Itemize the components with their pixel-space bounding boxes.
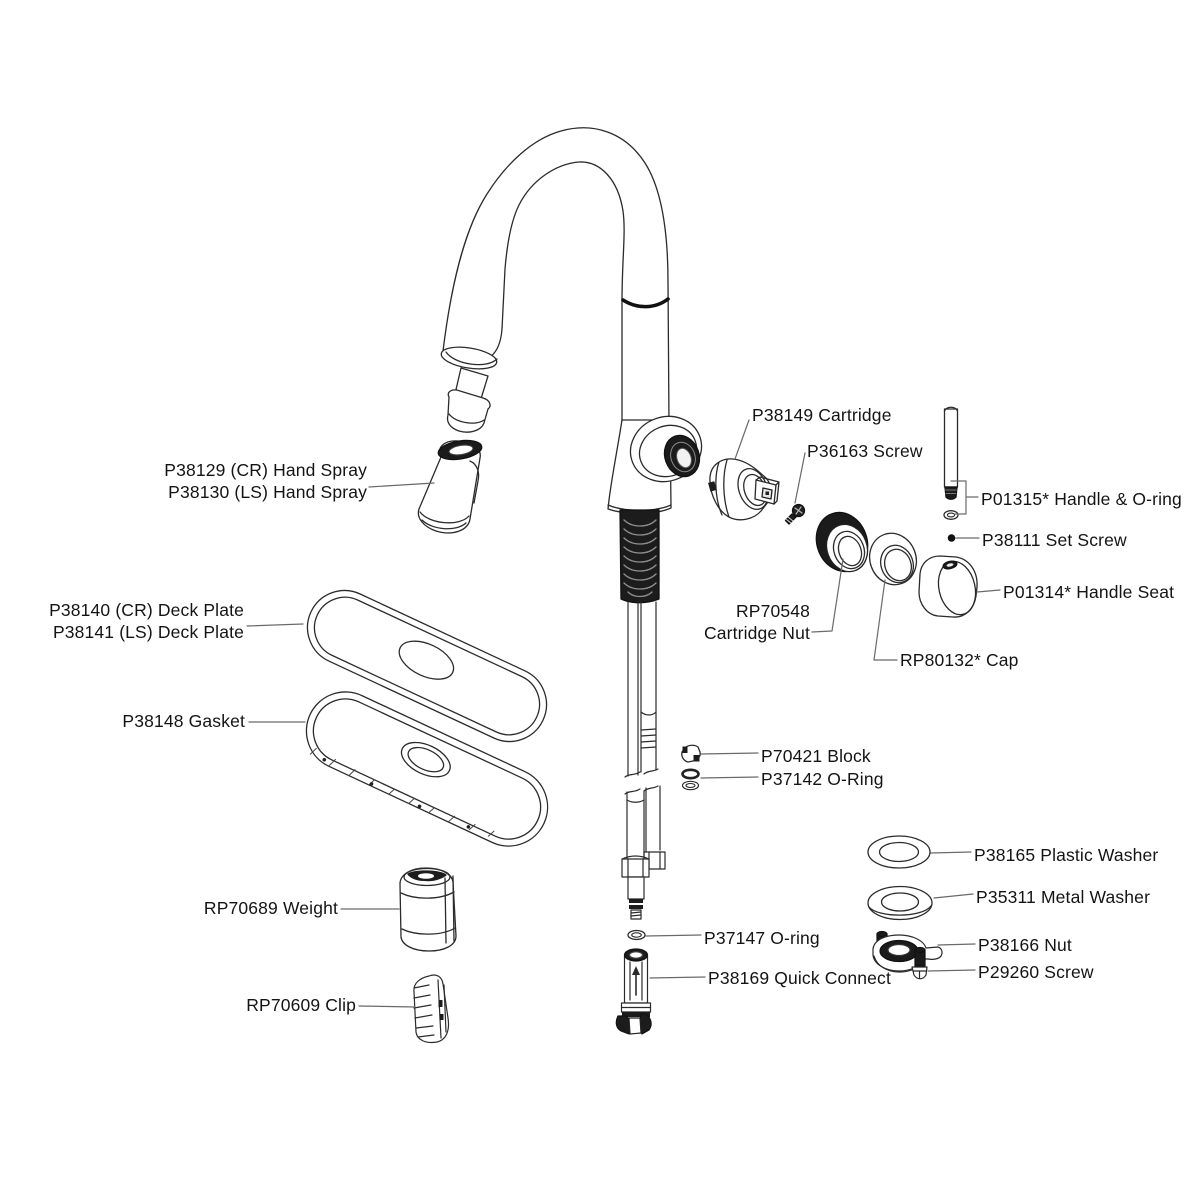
gasket-drawing	[305, 691, 549, 847]
label-deck-plate-line2: P38141 (LS) Deck Plate	[52, 622, 244, 642]
label-o-ring-37147: P37147 O-ring	[704, 928, 820, 948]
label-hand-spray-line1: P38129 (CR) Hand Spray	[164, 460, 367, 480]
o-ring-37142-drawing	[681, 768, 700, 791]
cartridge-port-drawing	[629, 415, 703, 483]
label-cartridge: P38149 Cartridge	[752, 405, 892, 425]
label-deck-plate: P38140 (CR) Deck Plate P38141 (LS) Deck …	[20, 599, 244, 643]
label-cartridge-nut-line2: Cartridge Nut	[703, 623, 810, 643]
label-screw-36163: P36163 Screw	[807, 441, 923, 461]
plastic-washer-drawing	[867, 835, 931, 869]
cartridge-part-drawing	[708, 458, 780, 521]
supply-tubes-drawing	[621, 601, 666, 920]
screw-36163-drawing	[784, 503, 806, 525]
label-handle-seat: P01314* Handle Seat	[1003, 582, 1175, 602]
mounting-nut-drawing	[872, 930, 943, 973]
spout-outlet-drawing	[446, 367, 491, 433]
spout-joint-line	[621, 297, 670, 309]
weight-part-drawing	[399, 867, 457, 952]
label-cartridge-nut-line1: RP70548	[735, 601, 810, 621]
label-block: P70421 Block	[761, 746, 871, 766]
label-hand-spray-line2: P38130 (LS) Hand Spray	[168, 482, 367, 502]
label-screw-29260: P29260 Screw	[978, 962, 1094, 982]
mounting-screw-drawing	[911, 966, 928, 980]
label-weight: RP70689 Weight	[203, 898, 338, 918]
label-clip: RP70609 Clip	[246, 995, 356, 1015]
quick-connect-drawing	[615, 948, 652, 1035]
label-handle-oring: P01315* Handle & O-ring	[981, 489, 1182, 509]
block-part-drawing	[681, 744, 701, 763]
deck-plate-drawing	[306, 589, 548, 743]
label-gasket: P38148 Gasket	[122, 711, 245, 731]
label-metal-washer: P35311 Metal Washer	[976, 887, 1151, 907]
label-o-ring-37142: P37142 O-Ring	[761, 769, 884, 789]
o-ring-37147-drawing	[627, 929, 646, 941]
clip-part-drawing	[413, 974, 450, 1044]
label-cartridge-nut: RP70548 Cartridge Nut	[690, 600, 810, 644]
cartridge-nut-drawing	[815, 511, 869, 573]
cap-part-drawing	[868, 532, 918, 586]
metal-washer-drawing	[867, 885, 933, 921]
handle-seat-drawing	[918, 555, 978, 618]
set-screw-drawing	[947, 534, 956, 542]
label-set-screw: P38111 Set Screw	[982, 530, 1127, 550]
label-nut: P38166 Nut	[978, 935, 1072, 955]
label-quick-connect: P38169 Quick Connect	[708, 968, 891, 988]
label-cap: RP80132* Cap	[900, 650, 1019, 670]
label-deck-plate-line1: P38140 (CR) Deck Plate	[49, 600, 244, 620]
faucet-spout-arch-drawing	[440, 127, 670, 425]
threaded-shank-drawing	[619, 509, 660, 604]
leader-lines	[246, 419, 1001, 1008]
label-hand-spray: P38129 (CR) Hand Spray P38130 (LS) Hand …	[130, 459, 367, 503]
handle-part-drawing	[943, 406, 959, 520]
label-plastic-washer: P38165 Plastic Washer	[974, 845, 1159, 865]
hand-spray-drawing	[417, 439, 483, 534]
